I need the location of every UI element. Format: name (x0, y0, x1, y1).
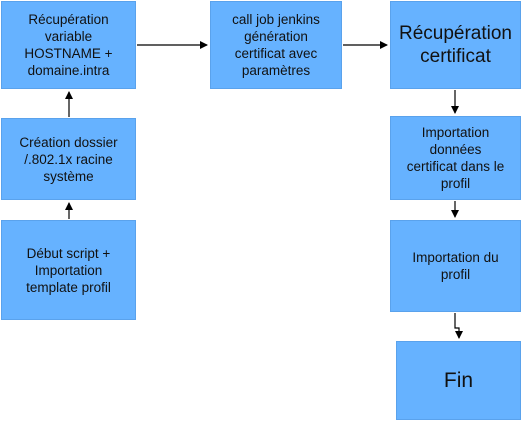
node-recuperation-hostname-label: Récupération variable HOSTNAME + domaine… (24, 12, 113, 78)
node-importation-donnees: Importation données certificat dans le p… (390, 116, 521, 200)
node-importation-profil-label: Importation du profil (412, 250, 499, 282)
arrow-profil-to-fin (454, 313, 463, 339)
node-debut-script-label: Début script + Importation template prof… (26, 245, 111, 295)
node-debut-script: Début script + Importation template prof… (1, 220, 136, 320)
node-creation-dossier: Création dossier /.802.1x racine système (1, 118, 136, 200)
node-call-jenkins: call job jenkins génération certificat a… (210, 1, 342, 89)
node-importation-profil: Importation du profil (390, 220, 521, 312)
node-recuperation-hostname: Récupération variable HOSTNAME + domaine… (1, 1, 136, 89)
node-recuperation-certificat-label: Récupération certificat (398, 23, 513, 67)
node-importation-donnees-label: Importation données certificat dans le p… (406, 125, 505, 191)
node-recuperation-certificat: Récupération certificat (390, 1, 521, 89)
node-fin: Fin (396, 341, 521, 420)
node-fin-label: Fin (443, 368, 474, 392)
node-creation-dossier-label: Création dossier /.802.1x racine système (19, 134, 118, 184)
node-call-jenkins-label: call job jenkins génération certificat a… (232, 12, 320, 78)
